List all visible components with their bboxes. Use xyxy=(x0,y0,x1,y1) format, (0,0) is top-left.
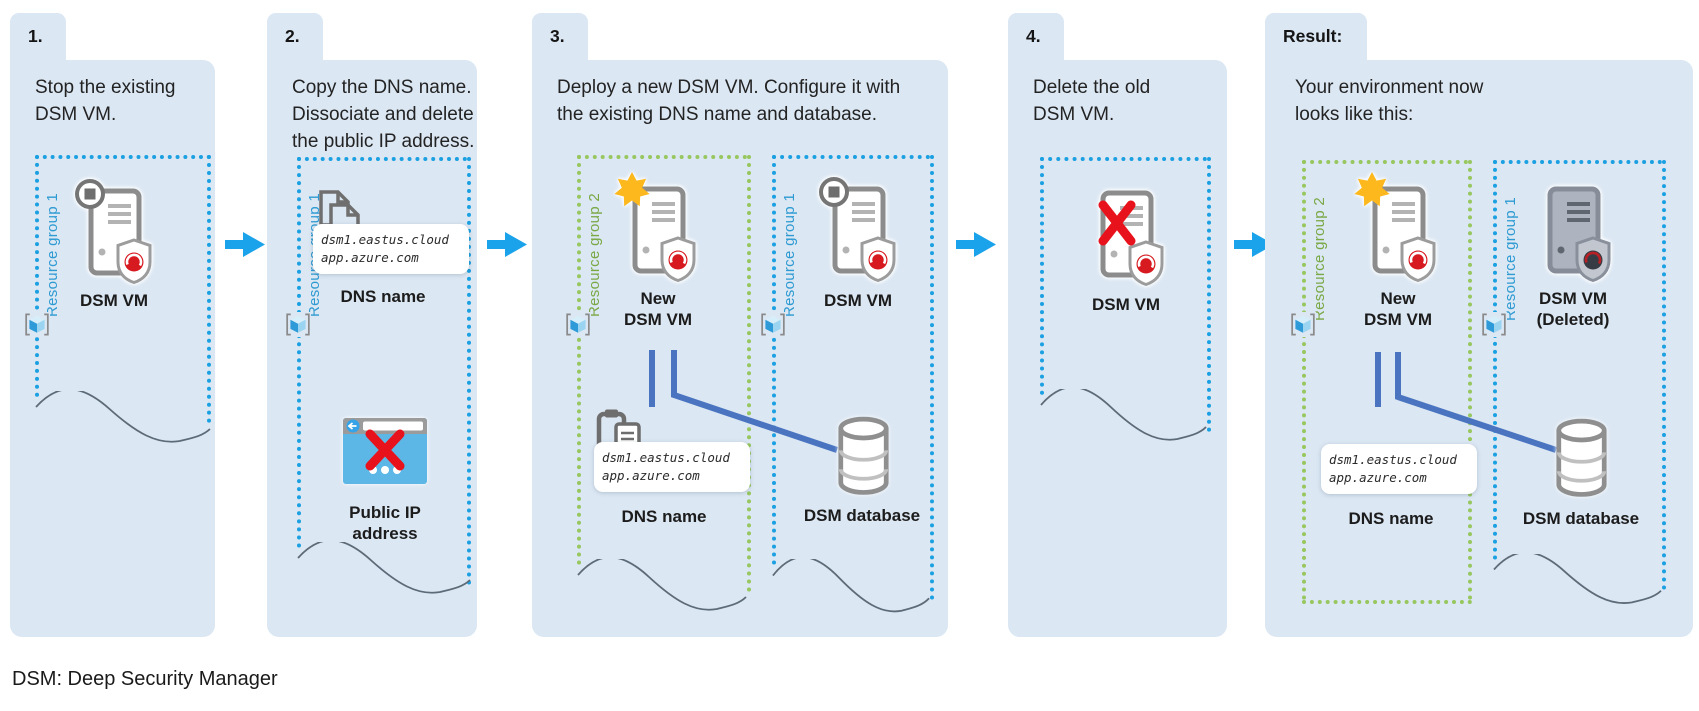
dsm-vm-icon xyxy=(75,179,152,284)
resource-group-1-border-right xyxy=(207,155,211,423)
new-star-icon xyxy=(614,171,650,207)
step-number: 4. xyxy=(1026,26,1041,46)
stop-badge-icon xyxy=(819,177,849,207)
azure-cube-icon xyxy=(285,312,311,337)
resource-group-2-border-bottom xyxy=(1302,600,1472,604)
dns-name-label: DNS name xyxy=(621,507,707,526)
connector-lines xyxy=(649,350,838,453)
panel-result: Result: Your environment now looks like … xyxy=(1265,13,1693,637)
resource-group-1-label: Resource group 1 xyxy=(781,192,798,317)
azure-cube-icon xyxy=(1481,312,1507,337)
deleted-vm-label: DSM VM (Deleted) xyxy=(1536,289,1610,329)
wavy-line xyxy=(772,559,930,613)
step-number: Result: xyxy=(1283,26,1343,46)
tab-step-2: 2. xyxy=(267,13,323,60)
instruction-text: Copy the DNS name. Dissociate and delete… xyxy=(292,77,475,152)
arrow-right-icon xyxy=(956,232,996,257)
legend-caption: DSM: Deep Security Manager xyxy=(12,668,278,690)
arrow-right-icon xyxy=(487,232,527,257)
azure-cube-icon xyxy=(760,312,786,337)
new-dsm-vm-icon xyxy=(1354,171,1436,282)
panel-step-4: 4. Delete the old DSM VM. DSM VM xyxy=(1008,13,1227,637)
wavy-line xyxy=(297,542,471,594)
resource-group-1-border-top xyxy=(1493,160,1662,164)
security-shield-icon xyxy=(1400,236,1436,282)
panel-step-1: 1. Stop the existing DSM VM. Resource gr… xyxy=(10,13,215,637)
azure-cube-icon xyxy=(24,312,50,337)
database-label: DSM database xyxy=(1522,509,1640,528)
security-shield-icon xyxy=(860,236,896,282)
resource-group-1-border-top xyxy=(35,155,211,159)
wavy-line xyxy=(577,559,747,611)
resource-group-2-border-left xyxy=(577,155,581,565)
database-label: DSM database xyxy=(803,506,921,525)
tab-result: Result: xyxy=(1265,13,1367,60)
instruction-text: Your environment now looks like this: xyxy=(1295,77,1484,125)
dsm-vm-icon xyxy=(819,177,896,282)
vm-label: DSM VM xyxy=(824,291,892,310)
resource-group-2-border-right xyxy=(747,155,751,592)
dns-name-box: dsm1.eastus.cloud app.azure.com xyxy=(594,442,750,492)
vm-label: DSM VM xyxy=(80,291,148,310)
vm-label: DSM VM xyxy=(1092,295,1160,314)
dns-name-box: dsm1.eastus.cloud app.azure.com xyxy=(1321,444,1477,494)
security-shield-icon xyxy=(116,238,152,284)
tab-step-4: 4. xyxy=(1008,13,1064,60)
instruction-text: Delete the old DSM VM. xyxy=(1033,77,1151,125)
delete-x-icon xyxy=(1097,199,1137,247)
resource-group-2-border-left xyxy=(1302,160,1306,600)
resource-group-2-border-top xyxy=(1302,160,1468,164)
azure-cube-icon xyxy=(1290,312,1316,337)
new-vm-label: New DSM VM xyxy=(1364,289,1432,329)
resource-group-2-border-right xyxy=(1468,160,1472,600)
dns-name-box: dsm1.eastus.cloud app.azure.com xyxy=(313,224,469,274)
tab-step-1: 1. xyxy=(10,13,66,60)
public-ip-deleted-icon xyxy=(343,418,427,484)
dns-name-label: DNS name xyxy=(340,287,426,306)
resource-group-1-label: Resource group 1 xyxy=(44,192,61,317)
deleted-dsm-vm-icon xyxy=(1088,182,1164,286)
resource-group-border-top xyxy=(1040,157,1207,161)
stop-badge-icon xyxy=(75,179,105,209)
resource-group-1-border-right xyxy=(1662,160,1666,590)
database-icon xyxy=(837,415,890,497)
step-number: 2. xyxy=(285,26,300,46)
wavy-line xyxy=(1493,554,1662,604)
new-star-icon xyxy=(1354,171,1390,207)
resource-group-1-border-left xyxy=(772,155,776,565)
resource-group-1-border-top xyxy=(297,157,467,161)
dns-name-label: DNS name xyxy=(1348,509,1434,528)
step-number: 3. xyxy=(550,26,565,46)
panel-step-2: 2. Copy the DNS name. Dissociate and del… xyxy=(267,13,477,637)
resource-group-1-border-top xyxy=(772,155,930,159)
resource-group-1-border-right xyxy=(930,155,934,600)
tab-step-3: 3. xyxy=(532,13,588,60)
new-vm-label: New DSM VM xyxy=(624,289,692,329)
wavy-line xyxy=(1040,389,1207,441)
arrow-right-icon xyxy=(225,232,265,257)
database-icon xyxy=(1555,418,1608,498)
instruction-text: Stop the existing DSM VM. xyxy=(35,77,176,125)
resource-group-1-border-left xyxy=(297,157,301,548)
instruction-text: Deploy a new DSM VM. Configure it with t… xyxy=(557,77,901,125)
resource-group-2-label: Resource group 2 xyxy=(1311,196,1328,321)
resource-group-1-border-left xyxy=(35,155,39,397)
resource-group-border-left xyxy=(1040,157,1044,395)
public-ip-label: Public IP address xyxy=(349,503,421,543)
azure-cube-icon xyxy=(565,312,591,337)
resource-group-1-label: Resource group 1 xyxy=(1502,196,1519,321)
security-shield-icon xyxy=(1575,236,1611,282)
connector-lines xyxy=(1375,352,1557,453)
new-dsm-vm-icon xyxy=(614,171,696,282)
deleted-dsm-vm-icon xyxy=(1535,178,1611,282)
step-number: 1. xyxy=(28,26,43,46)
wavy-line xyxy=(35,391,211,443)
resource-group-1-border-right xyxy=(467,157,471,585)
resource-group-2-border-top xyxy=(577,155,747,159)
resource-group-border-right xyxy=(1207,157,1211,432)
resource-group-1-border-left xyxy=(1493,160,1497,560)
security-shield-icon xyxy=(660,236,696,282)
panel-step-3: 3. Deploy a new DSM VM. Configure it wit… xyxy=(532,13,948,637)
resource-group-2-label: Resource group 2 xyxy=(586,192,603,317)
